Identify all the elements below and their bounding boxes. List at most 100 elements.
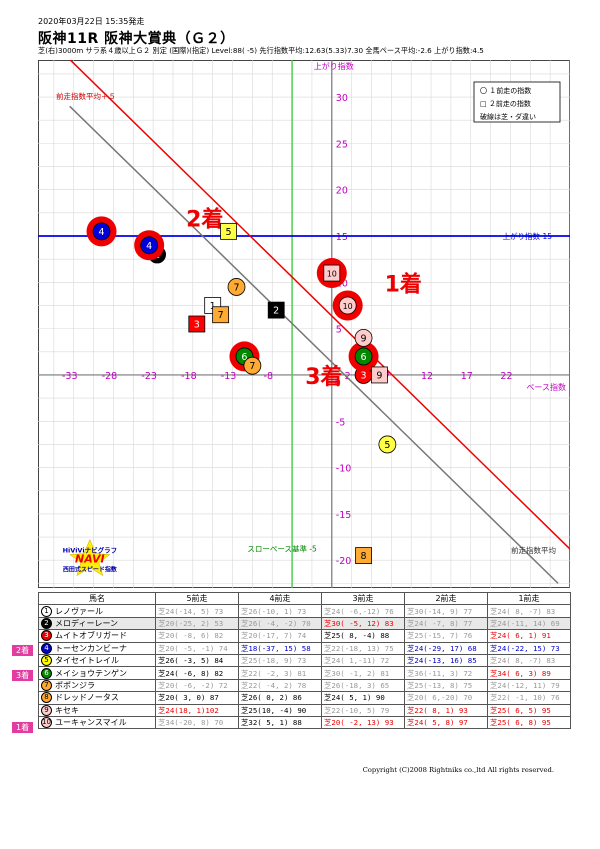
placement-label: 2着 xyxy=(186,207,223,233)
race-index-cell: 芝24( 5, 8) 97 xyxy=(404,715,488,730)
x-tick-label: -18 xyxy=(181,371,197,382)
point-number: 2 xyxy=(273,306,279,317)
race-index-cell: 芝20( -2, 13) 93 xyxy=(321,715,405,730)
data-point: 4 xyxy=(134,230,165,261)
y-tick-label: 15 xyxy=(336,232,348,243)
data-point: 9 xyxy=(371,366,388,384)
point-number: 3 xyxy=(194,320,200,331)
x-tick-label: 12 xyxy=(421,371,433,382)
legend-box xyxy=(473,81,561,123)
race-index-cell: 芝20( 6,-20) 70 xyxy=(404,691,488,705)
race-index-cell: 芝22( -1, 10) 76 xyxy=(487,691,571,705)
race-index-cell: 芝30(-14, 9) 77 xyxy=(404,604,488,618)
avg-label: 前走指数平均 xyxy=(511,545,556,555)
race-index-cell: 芝24(-13, 16) 85 xyxy=(404,653,488,668)
race-index-cell: 芝25( 6, 5) 95 xyxy=(487,703,571,717)
table-header-row: 馬名 5前走 4前走 3前走 2前走 1前走 xyxy=(38,591,571,606)
data-point: 8 xyxy=(355,547,372,564)
horse-number-badge: 3 xyxy=(41,630,52,642)
point-marker xyxy=(338,296,357,315)
horse-name: キセキ xyxy=(55,705,79,715)
header-race3: 3前走 xyxy=(321,591,405,606)
legend-entry: □ ２前走の指数 xyxy=(480,99,531,108)
race-index-cell: 芝20( -8, 6) 82 xyxy=(155,629,239,643)
point-number: 4 xyxy=(98,227,104,238)
data-point: 7 xyxy=(227,278,246,296)
point-marker xyxy=(323,264,341,282)
legend-entry: 破線は芝・ダ違い xyxy=(480,112,536,121)
race-datetime: 2020年03月22日 15:35発走 xyxy=(38,17,145,26)
data-point: 3 xyxy=(188,315,206,333)
point-marker xyxy=(355,547,372,564)
x-tick-label: -13 xyxy=(221,371,237,382)
race-index-cell: 芝30( -1, 2) 81 xyxy=(321,666,405,680)
horse-name: メロディーレーン xyxy=(55,618,119,628)
header-name: 馬名 xyxy=(38,591,156,606)
data-point: 5 xyxy=(220,222,237,240)
race-index-cell: 芝24( 8, -7) 83 xyxy=(487,604,571,618)
race-index-cell: 芝18(-37, 15) 58 xyxy=(238,641,322,655)
point-marker xyxy=(212,306,230,324)
point-number: 10 xyxy=(327,270,337,279)
horse-number-badge: 1 xyxy=(41,605,52,617)
horse-name: レノヴァール xyxy=(55,606,103,616)
race-index-cell: 芝24( -6, 8) 82 xyxy=(155,666,239,680)
race-index-cell: 芝24( 5, 1) 90 xyxy=(321,691,405,705)
horse-number-badge: 9 xyxy=(41,704,52,716)
x-tick-label: -33 xyxy=(62,371,78,382)
horse-name: ポポンジラ xyxy=(55,680,95,690)
slow-pace-label: スローペース基準 -5 xyxy=(247,544,317,554)
x-axis-title: ペース指数 xyxy=(526,382,566,392)
data-point: 10 xyxy=(316,258,347,289)
data-point: 7 xyxy=(212,306,230,324)
point-marker xyxy=(371,366,388,384)
race-index-cell: 芝34( 6, 3) 89 xyxy=(487,666,571,680)
point-marker xyxy=(227,278,246,296)
race-index-cell: 芝32( 5, 1) 88 xyxy=(238,715,322,730)
placement-badge: 1着 xyxy=(12,722,34,733)
race-index-cell: 芝22(-18, 13) 75 xyxy=(321,641,405,655)
point-marker xyxy=(188,315,206,333)
race-index-cell: 芝25(-18, 9) 73 xyxy=(238,653,322,668)
horse-number-badge: 7 xyxy=(41,679,52,691)
y-tick-label: 20 xyxy=(336,186,348,197)
header-race2: 2前走 xyxy=(404,591,488,606)
placement-badge: 2着 xyxy=(12,644,34,656)
header-race1: 1前走 xyxy=(487,591,571,606)
point-marker xyxy=(220,222,237,240)
y-tick-label: -5 xyxy=(336,417,345,428)
race-index-cell: 芝24(-14, 5) 73 xyxy=(155,604,239,618)
header-race4: 4前走 xyxy=(238,591,322,606)
horse-name: ドレッドノータス xyxy=(55,693,119,703)
race-index-cell: 芝24(-29, 17) 68 xyxy=(404,641,488,655)
horse-name: タイセイトレイル xyxy=(55,656,119,666)
point-number: 9 xyxy=(361,333,367,344)
placement-label: 3着 xyxy=(305,364,342,390)
x-tick-label: 22 xyxy=(500,371,512,382)
horse-number-badge: 10 xyxy=(41,717,52,729)
x-tick-label: -8 xyxy=(264,371,273,382)
x-tick-label: 17 xyxy=(461,371,473,382)
point-marker xyxy=(267,301,285,319)
x-tick-label: 2 xyxy=(345,371,351,382)
point-number: 6 xyxy=(361,352,367,363)
race-index-cell: 芝26(-18, 3) 65 xyxy=(321,678,405,693)
placement-badge: 3着 xyxy=(12,670,34,682)
placement-label: 1着 xyxy=(385,272,422,298)
race-index-cell: 芝24(-11, 14) 69 xyxy=(487,616,571,631)
point-number: 8 xyxy=(361,551,367,562)
legend-entry: 〇 １前走の指数 xyxy=(480,86,531,95)
avg5-label: 前走指数平均＋５ xyxy=(56,91,116,101)
